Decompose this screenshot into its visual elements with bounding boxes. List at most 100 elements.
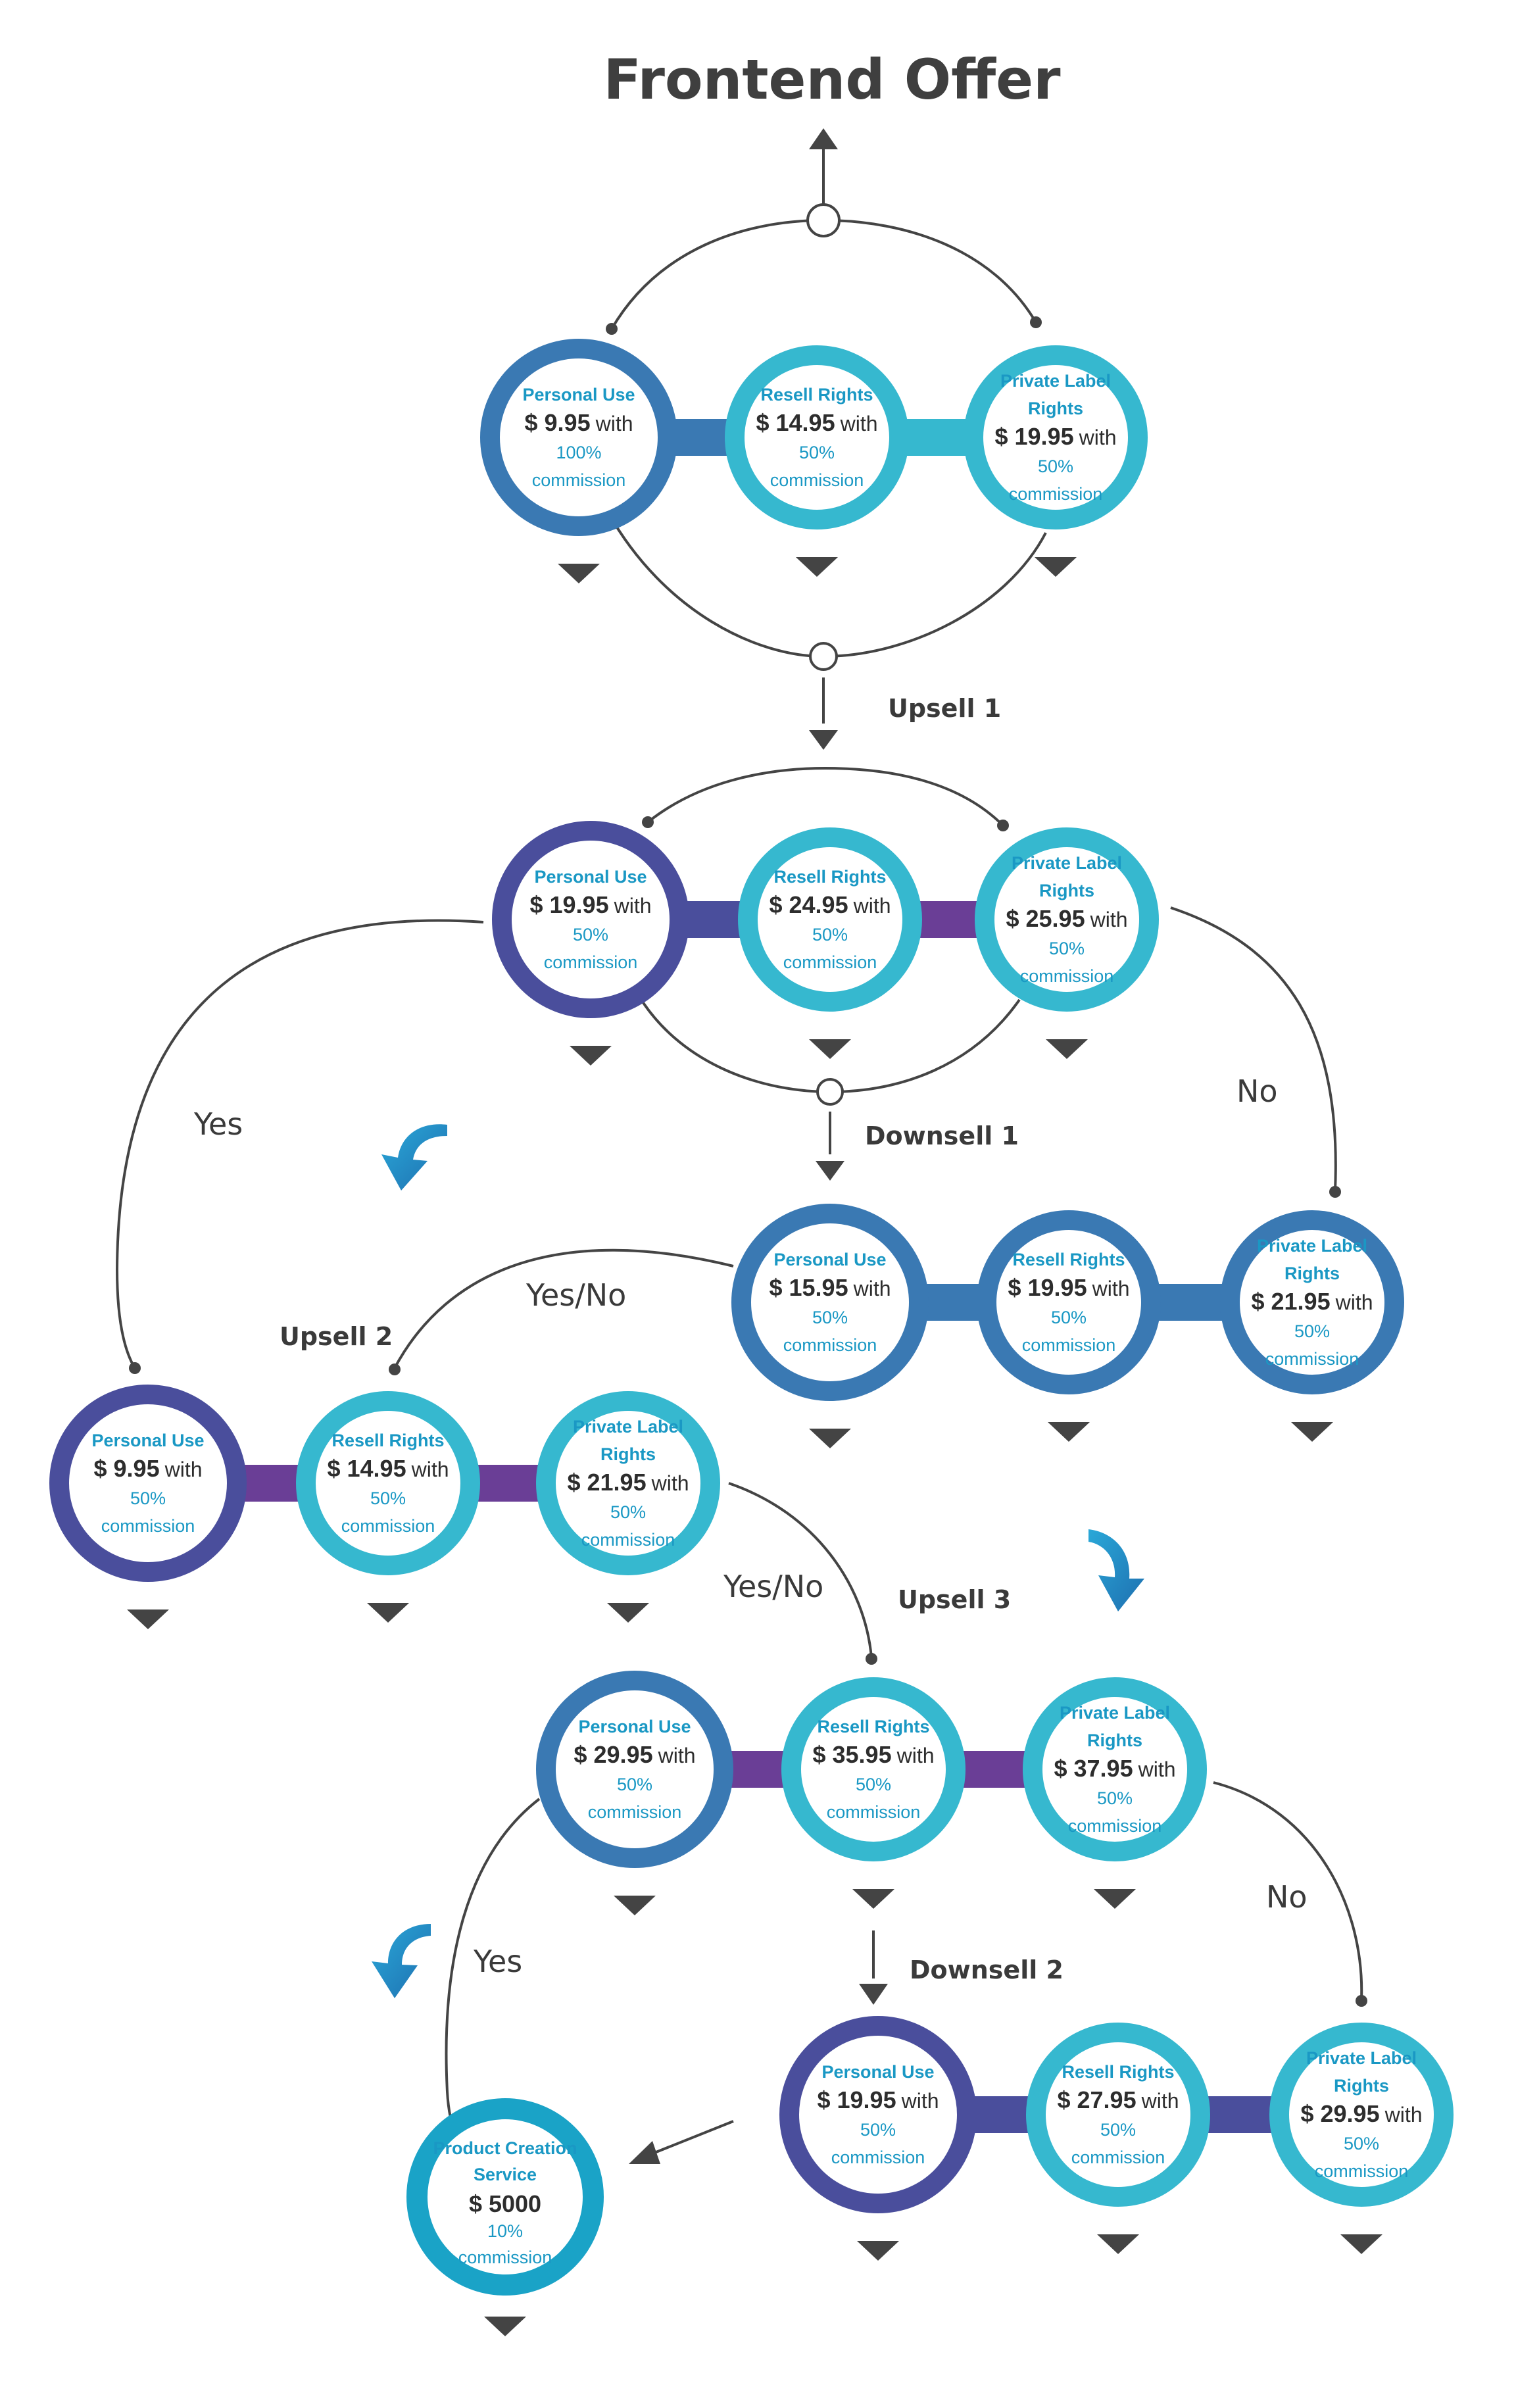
node-link bbox=[1148, 1284, 1233, 1321]
offer-commission: 50% bbox=[1049, 939, 1085, 958]
downsell1-connectors bbox=[389, 1248, 734, 1375]
offer-commission: 10% bbox=[487, 2221, 523, 2241]
offer-title: Resell Rights bbox=[760, 385, 873, 405]
node-link bbox=[896, 419, 977, 456]
offer-title: Rights bbox=[1334, 2076, 1389, 2096]
offer-commission: 50% bbox=[370, 1488, 406, 1508]
offer-title: Rights bbox=[1039, 881, 1094, 900]
offer-commission: commission bbox=[544, 952, 638, 972]
arrow-down-icon bbox=[1340, 2234, 1382, 2254]
offer-commission: commission bbox=[1068, 1816, 1162, 1836]
offer-title: Rights bbox=[1284, 1264, 1340, 1283]
offer-commission: 50% bbox=[812, 925, 848, 945]
offer-title: Resell Rights bbox=[1062, 2062, 1174, 2082]
offer-commission: commission bbox=[770, 470, 864, 490]
offer-title: Personal Use bbox=[91, 1431, 204, 1450]
frontend-connectors bbox=[606, 203, 1047, 750]
offer-commission: commission bbox=[341, 1516, 435, 1536]
offer-commission: 50% bbox=[1097, 1788, 1133, 1808]
offer-ring bbox=[779, 2016, 977, 2213]
node-link bbox=[909, 1284, 990, 1321]
offer-ring bbox=[49, 1385, 247, 1582]
offer-ring bbox=[964, 345, 1148, 529]
label-downsell-2: Downsell 2 bbox=[910, 1955, 1064, 1984]
offer-ring bbox=[731, 1204, 929, 1401]
offer-ring bbox=[1026, 2023, 1210, 2207]
arrow-down-icon bbox=[1048, 1422, 1090, 1442]
arrow-down-icon bbox=[809, 1429, 851, 1448]
curved-arrow-icon bbox=[372, 1924, 431, 1998]
offer-ring bbox=[1023, 1677, 1207, 1861]
label-upsell-3: Upsell 3 bbox=[898, 1585, 1011, 1614]
page-title: Frontend Offer bbox=[603, 47, 1061, 112]
arrow-down-icon bbox=[1094, 1889, 1136, 1909]
offer-ring bbox=[1220, 1210, 1404, 1394]
node-link bbox=[1197, 2096, 1283, 2133]
label-upsell-2: Upsell 2 bbox=[280, 1322, 393, 1351]
offer-commission: 50% bbox=[573, 925, 608, 945]
offer-commission: commission bbox=[1022, 1335, 1116, 1355]
offer-title: Resell Rights bbox=[817, 1717, 929, 1736]
offer-commission: 50% bbox=[617, 1775, 652, 1794]
offer-title: Personal Use bbox=[821, 2062, 934, 2082]
offer-ring bbox=[738, 827, 922, 1012]
offer-commission: commission bbox=[1265, 1349, 1359, 1369]
offer-title: Product Creation bbox=[433, 2138, 577, 2158]
offer-title: Private Label bbox=[1012, 853, 1122, 873]
label-yes: Yes bbox=[473, 1944, 522, 1979]
offer-title: Personal Use bbox=[534, 867, 647, 887]
offer-commission: 50% bbox=[130, 1488, 166, 1508]
offer-title: Personal Use bbox=[522, 385, 635, 405]
label-no: No bbox=[1236, 1073, 1278, 1109]
node-link bbox=[952, 1751, 1036, 1788]
offer-commission: commission bbox=[581, 1530, 675, 1550]
offer-title: Private Label bbox=[1306, 2048, 1417, 2068]
junction-node bbox=[806, 203, 841, 237]
arrow-down-icon bbox=[367, 1603, 409, 1623]
arrow-down-icon bbox=[816, 1161, 844, 1181]
offer-commission: commission bbox=[783, 952, 877, 972]
curved-arrow-icon bbox=[381, 1124, 447, 1191]
junction-node bbox=[816, 1078, 844, 1106]
offer-ring bbox=[492, 821, 689, 1018]
offer-commission: 50% bbox=[1344, 2134, 1379, 2153]
offer-title: Resell Rights bbox=[773, 867, 886, 887]
offer-commission: 50% bbox=[812, 1308, 848, 1327]
offer-title: Personal Use bbox=[773, 1250, 886, 1269]
offer-ring bbox=[536, 1671, 733, 1868]
offer-commission: 50% bbox=[1051, 1308, 1087, 1327]
arrow-down-icon bbox=[1291, 1422, 1333, 1442]
offer-commission: commission bbox=[783, 1335, 877, 1355]
offer-commission: commission bbox=[588, 1802, 682, 1822]
offer-title: Resell Rights bbox=[331, 1431, 444, 1450]
offer-commission: commission bbox=[1020, 966, 1114, 986]
offer-ring bbox=[480, 339, 677, 536]
offer-commission: 50% bbox=[1038, 456, 1073, 476]
arrow-down-icon bbox=[1035, 557, 1077, 577]
arrow-down-icon bbox=[857, 2241, 899, 2261]
upsell2-connectors bbox=[728, 1482, 877, 1665]
label-upsell-1: Upsell 1 bbox=[888, 694, 1001, 723]
offer-commission: commission bbox=[827, 1802, 921, 1822]
arrow-down-icon bbox=[558, 564, 600, 583]
arrow-down-icon bbox=[607, 1603, 649, 1623]
offer-title: Service bbox=[474, 2165, 537, 2184]
node-link bbox=[909, 901, 988, 938]
